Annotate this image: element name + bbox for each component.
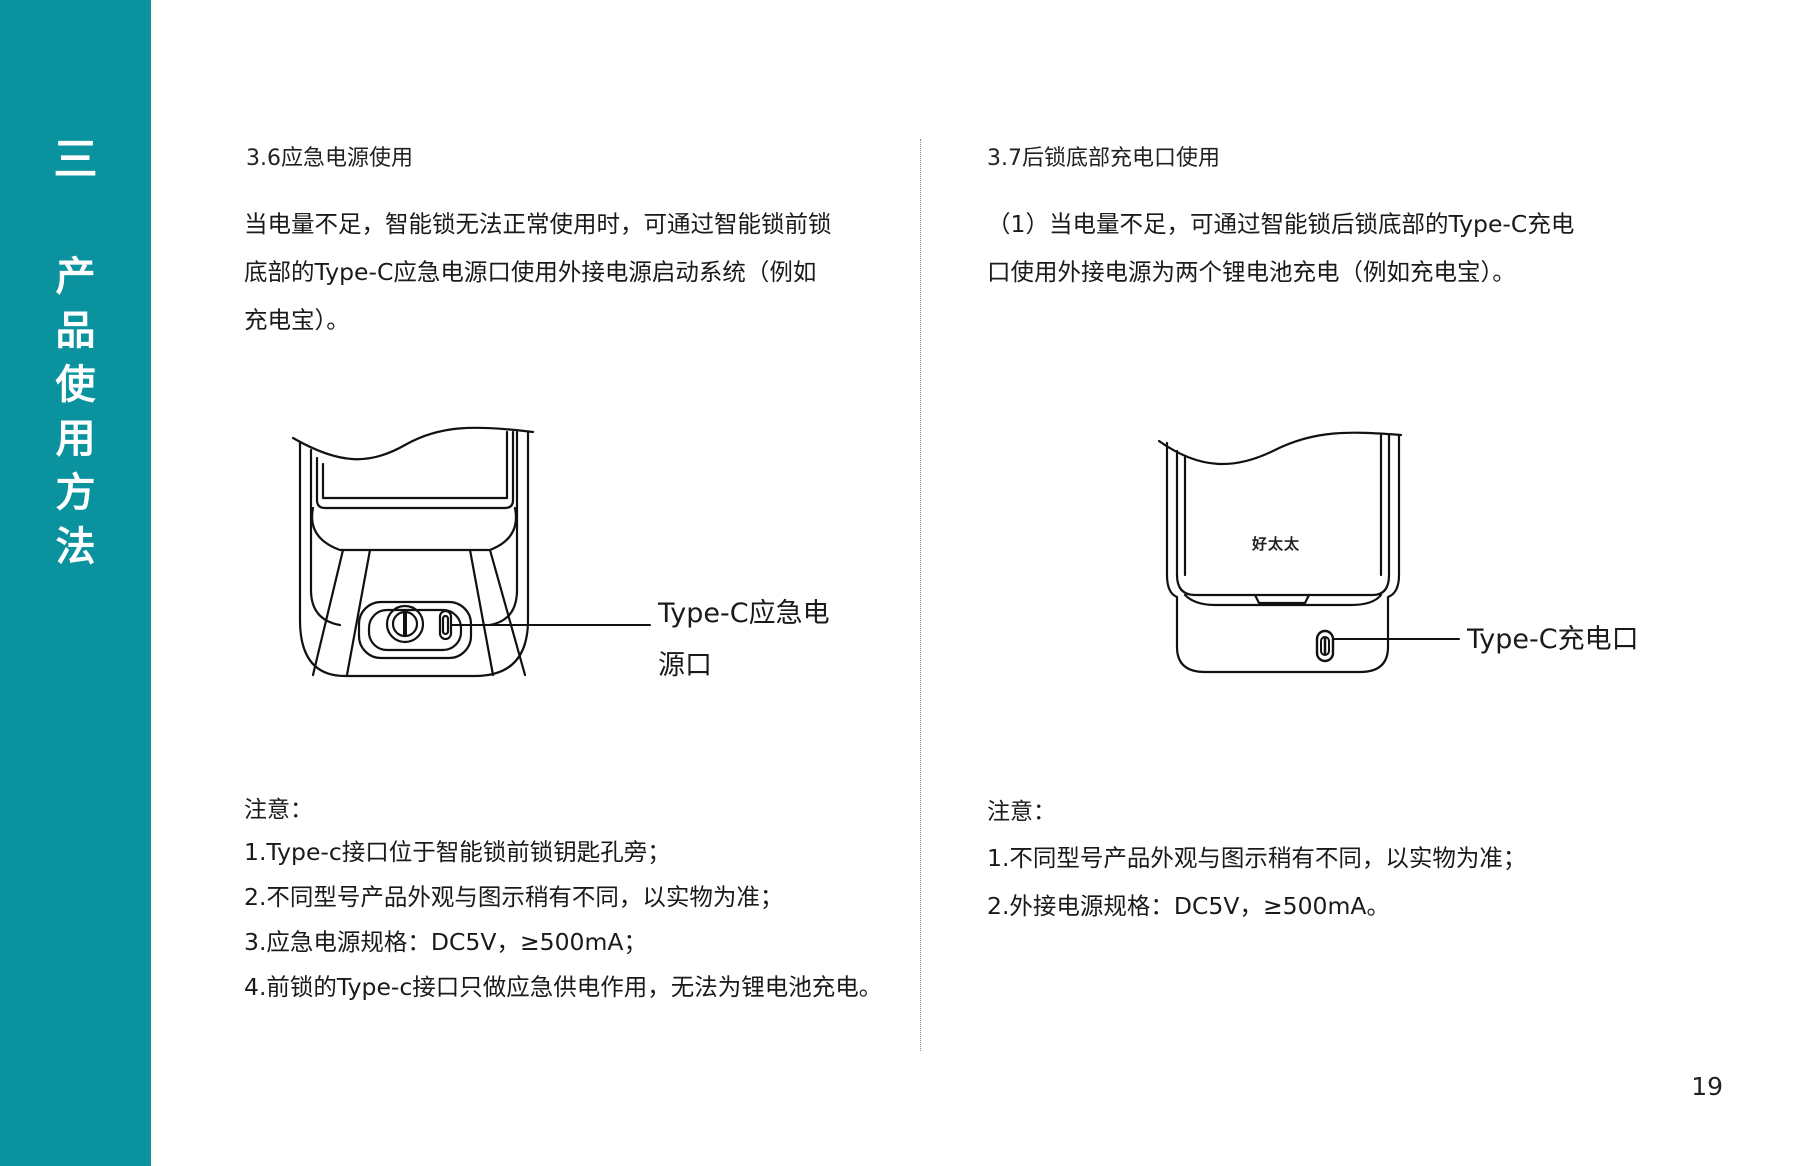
chapter-sidebar: 三 产 品 使 用 方 法 xyxy=(0,0,151,1166)
callout-line: Type-C充电口 xyxy=(1467,624,1639,655)
chapter-title-char: 方 xyxy=(55,470,96,516)
page-number: 19 xyxy=(1691,1072,1723,1101)
note-item: 2.外接电源规格：DC5V，≥500mA。 xyxy=(987,892,1390,920)
chapter-title: 产 品 使 用 方 法 xyxy=(0,250,151,574)
paragraph-line: 充电宝）。 xyxy=(244,306,350,334)
chapter-title-char: 产 xyxy=(55,254,96,300)
front-lock-illustration xyxy=(291,426,651,678)
paragraph-line: 当电量不足，智能锁无法正常使用时，可通过智能锁前锁 xyxy=(244,210,832,238)
rear-lock-illustration xyxy=(1157,431,1460,674)
note-item: 3.应急电源规格：DC5V，≥500mA； xyxy=(244,928,647,956)
note-heading-left: 注意： xyxy=(244,797,313,823)
callout-line: 源口 xyxy=(658,650,712,681)
paragraph-line: 底部的Type-C应急电源口使用外接电源启动系统（例如 xyxy=(244,258,817,286)
chapter-number: 三 xyxy=(53,134,98,185)
note-item: 2.不同型号产品外观与图示稍有不同，以实物为准； xyxy=(244,883,784,911)
note-item: 4.前锁的Type-c接口只做应急供电作用，无法为锂电池充电。 xyxy=(244,973,883,1001)
note-item: 1.Type-c接口位于智能锁前锁钥匙孔旁； xyxy=(244,838,671,866)
notes-list-left: 1.Type-c接口位于智能锁前锁钥匙孔旁； 2.不同型号产品外观与图示稍有不同… xyxy=(244,830,882,1010)
paragraph-line: 口使用外接电源为两个锂电池充电（例如充电宝）。 xyxy=(987,258,1516,286)
notes-list-right: 1.不同型号产品外观与图示稍有不同，以实物为准； 2.外接电源规格：DC5V，≥… xyxy=(987,834,1526,930)
chapter-title-char: 品 xyxy=(55,308,96,354)
callout-line: Type-C应急电 xyxy=(658,598,830,629)
paragraph-line: （1）当电量不足，可通过智能锁后锁底部的Type-C充电 xyxy=(987,210,1575,238)
chapter-title-char: 使 xyxy=(55,362,96,408)
charging-port-callout: Type-C充电口 xyxy=(1467,614,1639,666)
emergency-port-callout: Type-C应急电 源口 xyxy=(658,588,830,692)
column-divider xyxy=(920,139,921,1051)
chapter-title-char: 用 xyxy=(55,416,96,462)
chapter-title-char: 法 xyxy=(55,524,96,570)
note-item: 1.不同型号产品外观与图示稍有不同，以实物为准； xyxy=(987,844,1527,872)
brand-logo: 好太太 xyxy=(1252,535,1301,553)
emergency-power-description: 当电量不足，智能锁无法正常使用时，可通过智能锁前锁 底部的Type-C应急电源口… xyxy=(244,200,832,344)
section-title-emergency-power: 3.6应急电源使用 xyxy=(246,146,413,171)
rear-charging-description: （1）当电量不足，可通过智能锁后锁底部的Type-C充电 口使用外接电源为两个锂… xyxy=(987,200,1574,296)
note-heading-right: 注意： xyxy=(987,799,1056,825)
section-title-rear-charging-port: 3.7后锁底部充电口使用 xyxy=(987,146,1220,171)
